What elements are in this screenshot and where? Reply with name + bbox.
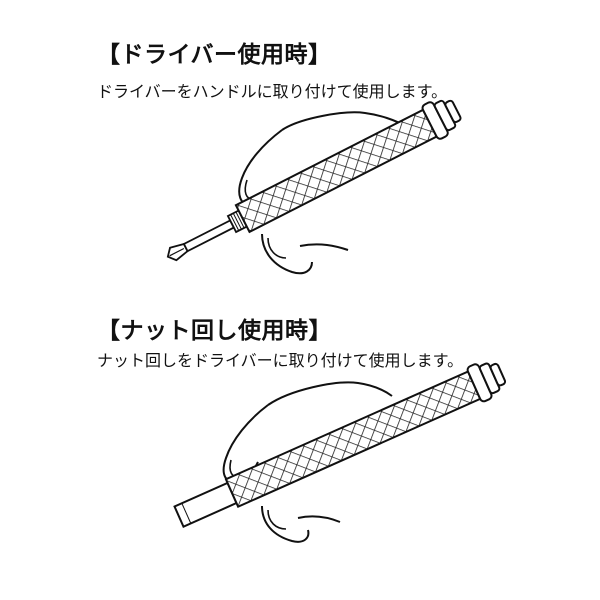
description-nut-driver-use: ナット回しをドライバーに取り付けて使用します。 — [97, 351, 464, 370]
screwdriver-illustration — [166, 99, 462, 275]
thumb — [261, 505, 310, 543]
description-driver-use: ドライバーをハンドルに取り付けて使用します。 — [97, 82, 448, 101]
knurled-handle — [224, 370, 482, 509]
heading-nut-driver-use: 【ナット回し使用時】 — [97, 318, 332, 344]
heading-driver-use: 【ドライバー使用時】 — [97, 42, 332, 68]
upper-finger-outline — [267, 381, 393, 406]
shaft — [182, 219, 236, 253]
thumb-nail — [267, 509, 287, 530]
nut-driver-illustration — [173, 362, 507, 543]
knurled-handle — [234, 108, 438, 234]
thumb-nail — [267, 237, 287, 259]
nut-socket — [173, 481, 238, 528]
thumb — [261, 233, 313, 275]
upper-finger-outline — [281, 111, 406, 131]
